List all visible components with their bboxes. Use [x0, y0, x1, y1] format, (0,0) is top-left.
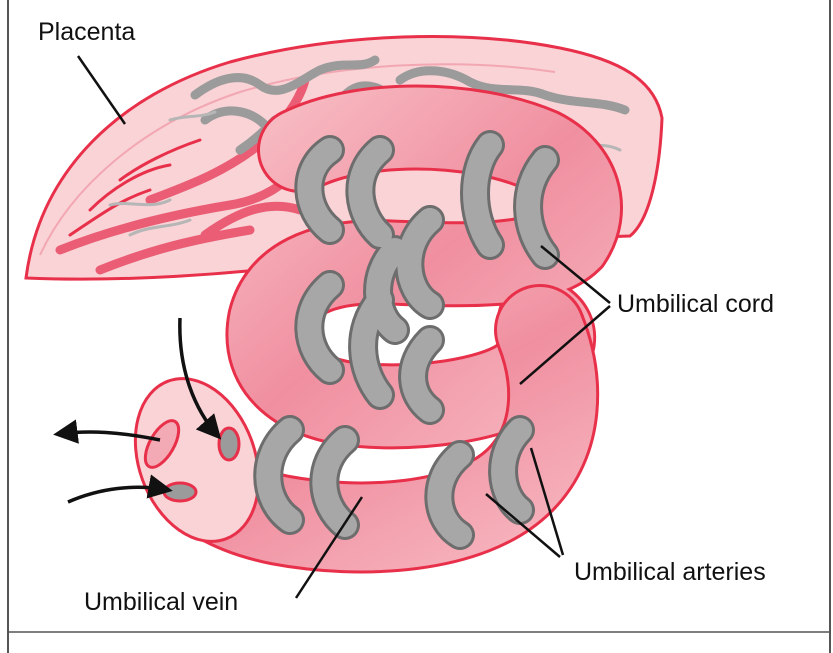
umbilical-cord-label: Umbilical cord — [617, 292, 774, 317]
umbilical-vein-label: Umbilical vein — [84, 590, 238, 615]
umbilical-arteries-label: Umbilical arteries — [574, 560, 766, 585]
placenta-leader — [78, 56, 125, 124]
cross-section-artery-bottom — [164, 483, 196, 501]
placenta-label: Placenta — [38, 20, 135, 45]
cross-section-artery-top — [219, 428, 239, 460]
